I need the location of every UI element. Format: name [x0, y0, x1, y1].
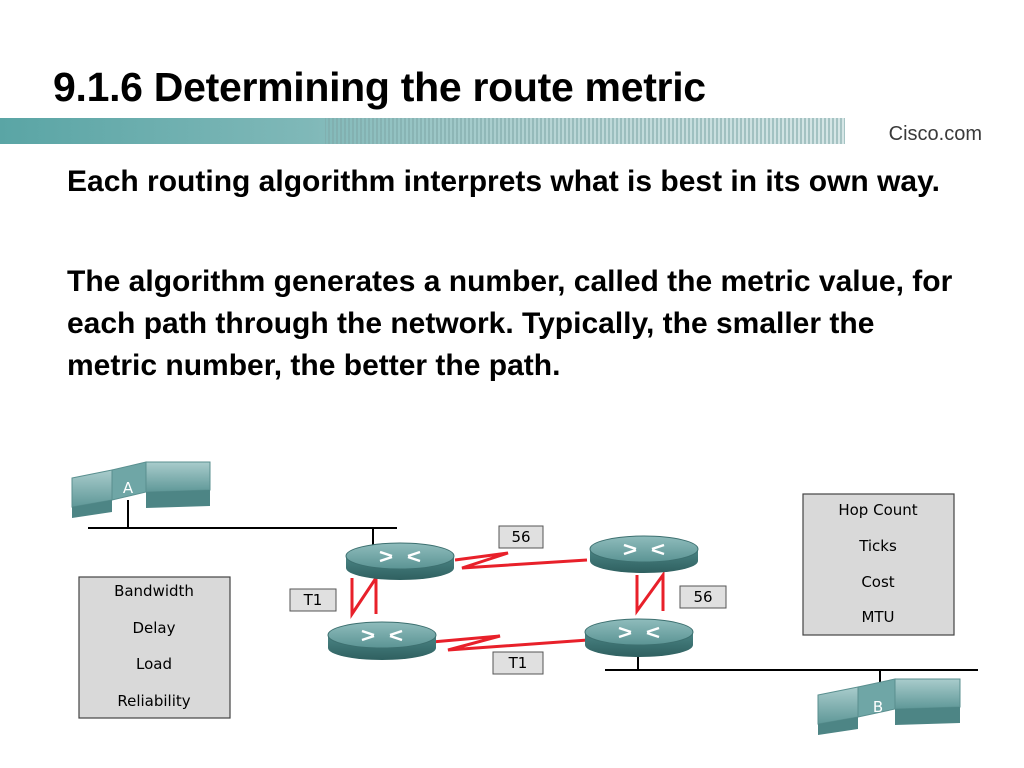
metric-label: Load [136, 655, 172, 673]
serial-link-bottom [431, 634, 589, 652]
paragraph-1: Each routing algorithm interprets what i… [67, 165, 940, 198]
router-icon [584, 618, 694, 657]
serial-link-right [635, 570, 665, 616]
metrics-box-right: Hop Count Ticks Cost MTU [802, 493, 955, 636]
metrics-box-left: Bandwidth Delay Load Reliability [78, 576, 231, 719]
svg-text:56: 56 [693, 588, 712, 606]
link-label-top: 56 [498, 525, 544, 549]
metric-label: Reliability [117, 692, 190, 710]
header-bar [0, 118, 1024, 144]
host-b-icon: B [817, 678, 961, 735]
network-diagram: A B 56 T1 56 T1 Bandwidth Delay Load Rel… [71, 461, 978, 735]
router-icon [589, 535, 699, 573]
link-label-right: 56 [679, 585, 727, 609]
paragraph-2: The algorithm generates a number, called… [67, 265, 953, 382]
link-label-bottom: T1 [492, 651, 544, 675]
metric-label: Cost [861, 573, 894, 591]
metric-label: Ticks [858, 537, 897, 555]
metric-label: Hop Count [838, 501, 917, 519]
serial-link-top [454, 551, 588, 570]
svg-text:56: 56 [511, 528, 530, 546]
router-icon [327, 621, 437, 660]
metric-label: Bandwidth [114, 582, 194, 600]
host-a-icon: A [71, 461, 211, 518]
metric-label: Delay [132, 619, 175, 637]
svg-text:T1: T1 [508, 654, 528, 672]
metric-label: MTU [861, 608, 894, 626]
link-label-left: T1 [289, 588, 337, 612]
router-icon [345, 542, 455, 580]
svg-text:T1: T1 [303, 591, 323, 609]
serial-link-left [350, 573, 378, 619]
host-a-label: A [123, 479, 134, 497]
host-b-label: B [873, 698, 883, 716]
slide-title: 9.1.6 Determining the route metric [53, 64, 706, 110]
brand-logo: Cisco.com [888, 123, 982, 145]
